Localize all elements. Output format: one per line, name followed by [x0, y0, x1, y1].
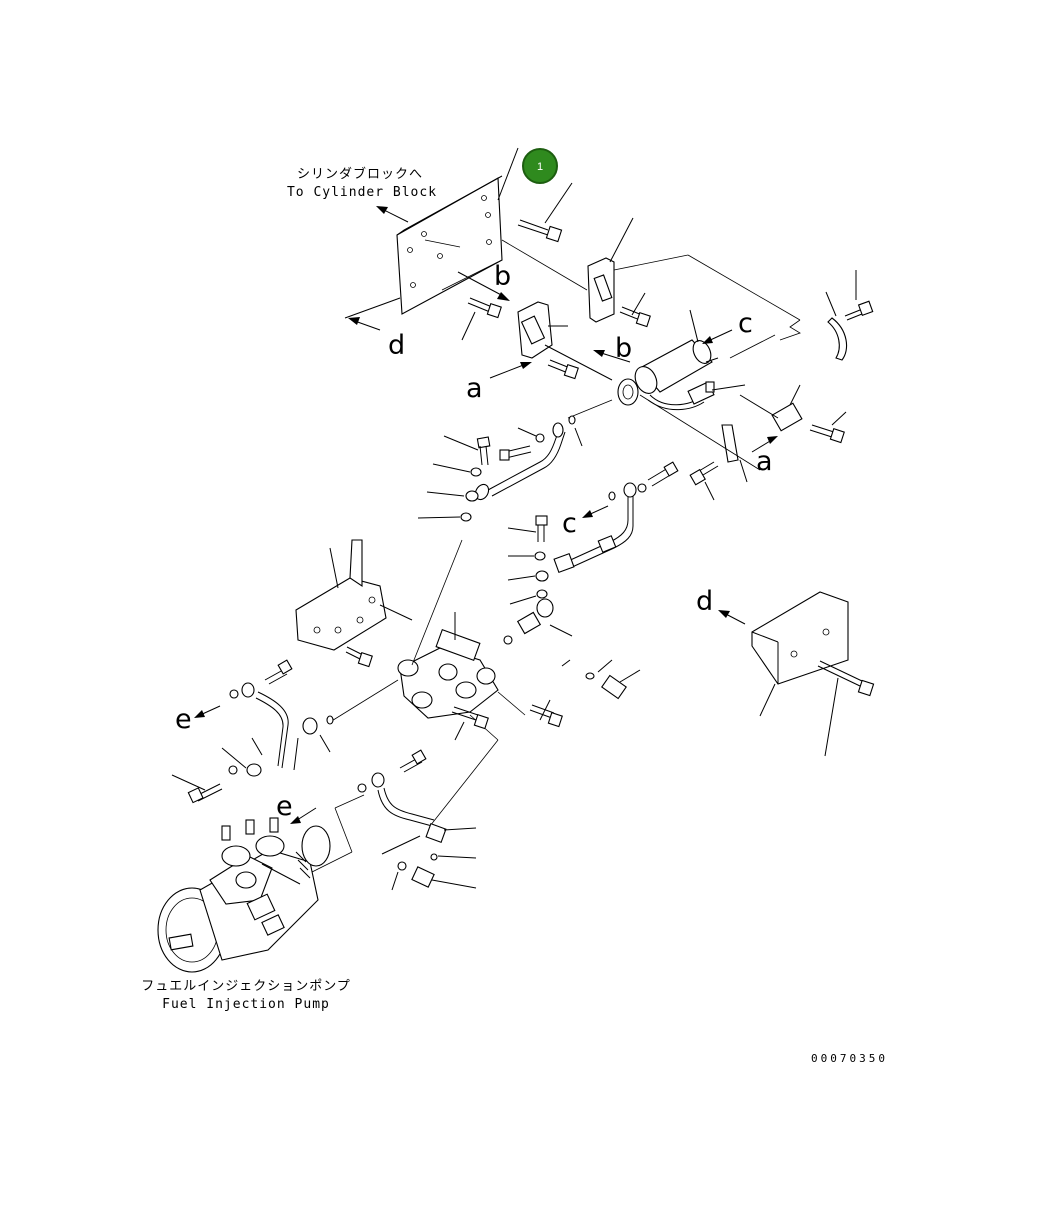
- bolt-bracket-d: [817, 660, 875, 757]
- ref-letter-a-right: a: [756, 446, 773, 477]
- connector-line: [779, 319, 801, 341]
- arrow-b-top: [457, 271, 510, 301]
- fuel-pipe-lower: [553, 482, 637, 574]
- bolt-left-top: [264, 659, 293, 685]
- bracket-a: [517, 301, 613, 381]
- elbow-fitting-bottom: [381, 827, 477, 891]
- fuel-solenoid: [617, 309, 719, 406]
- washers-upper: [417, 463, 482, 522]
- elbow-fitting-center: [503, 598, 573, 645]
- arrow-c-top: [702, 329, 733, 344]
- feed-pump: [397, 612, 499, 719]
- fuel-pipe-left: [221, 682, 334, 777]
- fuel-injection-pump: [157, 817, 331, 973]
- ref-letter-e-bottom: e: [276, 791, 293, 822]
- bolt-pump-right: [529, 699, 563, 728]
- banjo-bolt-upper: [443, 435, 491, 466]
- caption-cylinder-block-en: To Cylinder Block: [287, 185, 437, 200]
- pump-bracket: [295, 539, 413, 651]
- callout-1[interactable]: 1: [522, 148, 558, 184]
- arrow-to-cylinder-block: [376, 206, 409, 223]
- small-bracket: [721, 424, 748, 483]
- connector-line: [639, 394, 761, 471]
- connector-line: [334, 794, 365, 809]
- ref-letter-c-top: c: [738, 308, 753, 339]
- fuel-pipe-upper: [474, 422, 566, 501]
- bolt-pump-lower: [451, 706, 489, 741]
- fuel-pipe-bottom: [357, 772, 447, 844]
- bolt-left-bottom: [171, 774, 223, 804]
- connector-line: [729, 334, 776, 359]
- mounting-plate: [396, 175, 503, 315]
- arrow-b-right: [593, 350, 631, 363]
- caption-pump-ja: フュエルインジェクションポンプ: [141, 979, 351, 994]
- connector-line: [411, 539, 463, 666]
- arrow-e-bottom: [290, 807, 317, 824]
- bolt-small: [689, 461, 719, 501]
- callout-number: 1: [537, 161, 543, 173]
- solenoid-wire: [647, 381, 746, 411]
- bolt-top: [517, 182, 573, 243]
- spacer-sleeve: [739, 384, 803, 432]
- connector-line: [334, 807, 353, 853]
- connector-line: [613, 254, 689, 271]
- arrow-e-left: [194, 705, 221, 718]
- bolt-clip: [844, 270, 874, 321]
- arrow-a-left: [489, 362, 532, 379]
- ref-letter-b-top: b: [494, 261, 511, 292]
- connector-line: [501, 239, 588, 291]
- caption-cylinder-block-ja: シリンダブロックへ: [297, 166, 423, 182]
- bolt-mid: [461, 297, 502, 341]
- bolt-bracket-top: [619, 292, 651, 328]
- bolt-lower-pipe: [608, 461, 679, 501]
- ref-letter-d-left: d: [388, 330, 405, 361]
- hose-clip: [825, 291, 848, 361]
- arrow-c-lower: [582, 505, 609, 518]
- connector-line: [441, 261, 499, 291]
- arrow-d-left: [344, 297, 401, 331]
- ref-letter-d-right: d: [696, 586, 713, 617]
- bolt-spacer: [809, 411, 847, 444]
- ref-letter-e-left: e: [175, 704, 192, 735]
- bolt-bracket-a: [547, 359, 579, 380]
- ref-letter-c-lower: c: [562, 508, 577, 539]
- ref-letter-b-right: b: [615, 333, 632, 364]
- bracket-d: [751, 591, 849, 717]
- connector-line: [329, 679, 399, 723]
- connector-line: [429, 739, 499, 827]
- arrow-a-right: [751, 436, 778, 453]
- caption-pump-en: Fuel Injection Pump: [162, 997, 330, 1012]
- banjo-bolt-lower: [507, 515, 549, 605]
- connector-line: [567, 399, 613, 419]
- bolt-upper-pipe: [499, 415, 583, 461]
- ref-letter-a-left: a: [466, 373, 483, 404]
- bracket-top-right: [587, 217, 634, 323]
- bolt-bottom-pipe: [399, 749, 427, 773]
- connector-line: [497, 691, 526, 716]
- arrow-d-right: [718, 610, 746, 625]
- connector-line: [687, 254, 801, 321]
- bolt-pump-bracket: [345, 646, 373, 668]
- drawing-code: 00070350: [811, 1052, 888, 1065]
- leader-line: [497, 147, 519, 201]
- nipple-fitting: [561, 659, 641, 700]
